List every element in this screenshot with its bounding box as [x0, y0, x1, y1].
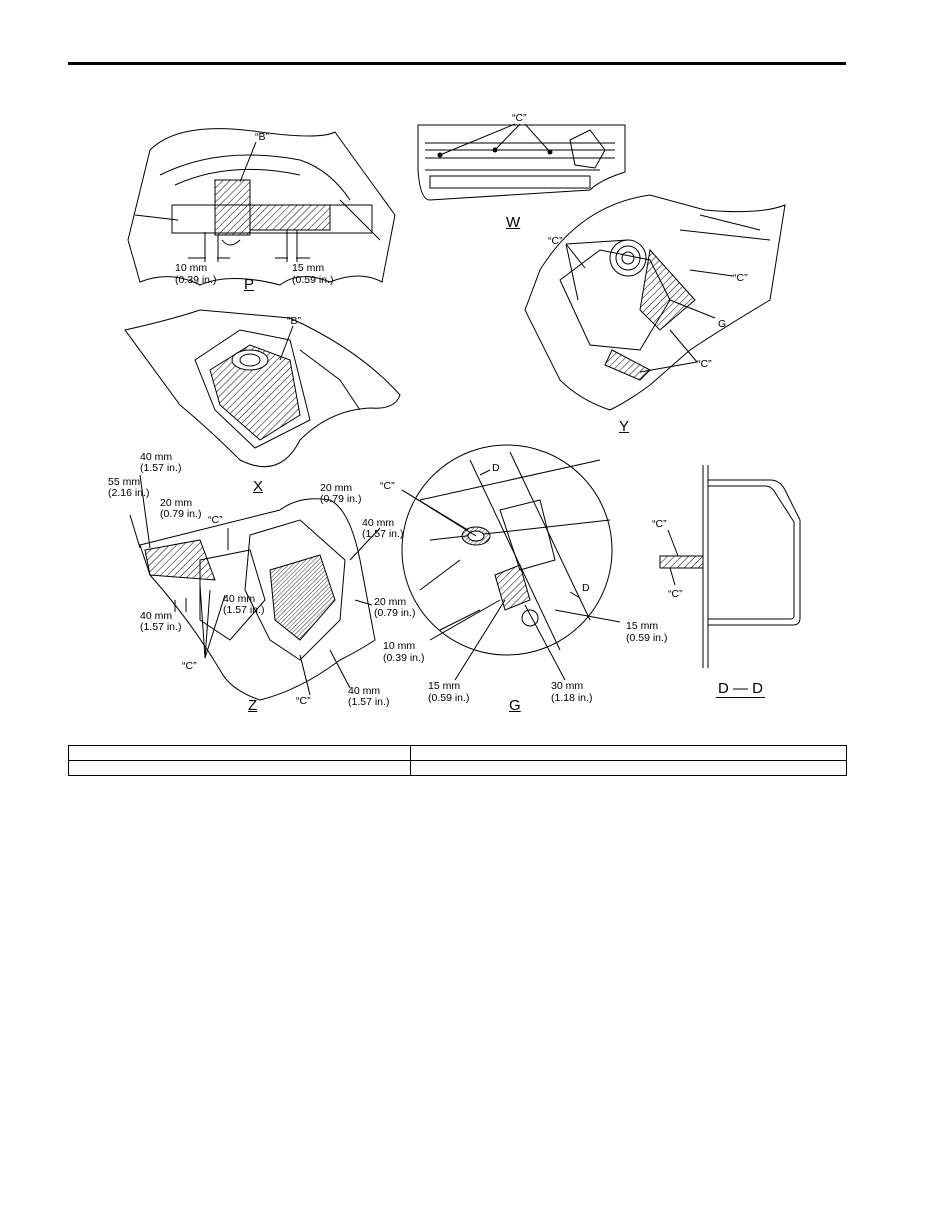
dim-label: (0.59 in.) [428, 692, 470, 704]
dim-label: 15 mm [292, 262, 325, 274]
info-table [68, 745, 847, 776]
dim-label: 20 mm [374, 596, 407, 608]
callout-c: “C” [296, 695, 311, 707]
callout-c: “C” [182, 660, 197, 672]
dim-label: (0.79 in.) [160, 508, 202, 520]
dim-label: 15 mm [428, 680, 461, 692]
view-label-dd: D — D [716, 680, 765, 698]
dim-label: (1.57 in.) [223, 604, 265, 616]
callout-c: “C” [733, 272, 748, 284]
callout-c: “C” [380, 480, 395, 492]
table-cell [410, 760, 847, 776]
dim-label: 40 mm [140, 451, 173, 463]
table-cell [410, 745, 847, 761]
dim-label: (1.57 in.) [348, 696, 390, 708]
view-y-drawing [524, 194, 786, 411]
dim-label: 40 mm [223, 593, 256, 605]
view-p-drawing [127, 128, 396, 286]
dim-label: (0.79 in.) [374, 607, 416, 619]
view-label-g: G [509, 697, 521, 714]
callout-b: “B” [287, 315, 301, 327]
dim-label: (0.39 in.) [175, 274, 217, 286]
view-dd-drawing [659, 465, 801, 668]
view-z-drawing [129, 474, 381, 701]
dim-label: (2.16 in.) [108, 487, 150, 499]
dim-label: (1.57 in.) [362, 528, 404, 540]
callout-c: “C” [548, 235, 563, 247]
callout-c: “C” [668, 588, 683, 600]
view-w-drawing [417, 123, 626, 201]
table-row [68, 745, 847, 761]
dim-label: 20 mm [160, 497, 193, 509]
section-mark-d: D [492, 462, 500, 474]
view-label-y: Y [619, 418, 630, 435]
table-cell [68, 760, 411, 776]
dim-label: (1.18 in.) [551, 692, 593, 704]
table-cell [68, 745, 411, 761]
dim-label: (0.39 in.) [383, 652, 425, 664]
view-label-p: P [244, 276, 255, 293]
dim-label: (1.57 in.) [140, 462, 182, 474]
callout-c: “C” [697, 358, 712, 370]
dim-label: (0.79 in.) [320, 493, 362, 505]
view-x-drawing [124, 309, 401, 468]
callout-c: “C” [512, 112, 527, 124]
view-label-z: Z [248, 697, 258, 714]
dim-label: 20 mm [320, 482, 353, 494]
dim-label: 40 mm [348, 685, 381, 697]
dim-label: 10 mm [175, 262, 208, 274]
callout-b: “B” [255, 131, 269, 143]
dim-label: (0.59 in.) [626, 632, 668, 644]
dim-label: 30 mm [551, 680, 584, 692]
header-rule [68, 62, 846, 65]
section-mark-d: D [582, 582, 590, 594]
dim-label: 55 mm [108, 476, 141, 488]
dim-label: (1.57 in.) [140, 621, 182, 633]
view-label-w: W [506, 214, 521, 231]
dim-label: 15 mm [626, 620, 659, 632]
dim-label: (0.59 in.) [292, 274, 334, 286]
callout-c: “C” [208, 514, 223, 526]
callout-c: “C” [652, 518, 667, 530]
callout-g: G [718, 318, 727, 330]
dim-label: 40 mm [140, 610, 173, 622]
view-label-x: X [253, 478, 264, 495]
dim-label: 10 mm [383, 640, 416, 652]
dim-label: 40 mm [362, 517, 395, 529]
view-g-drawing [401, 444, 621, 681]
table-row [68, 760, 847, 776]
